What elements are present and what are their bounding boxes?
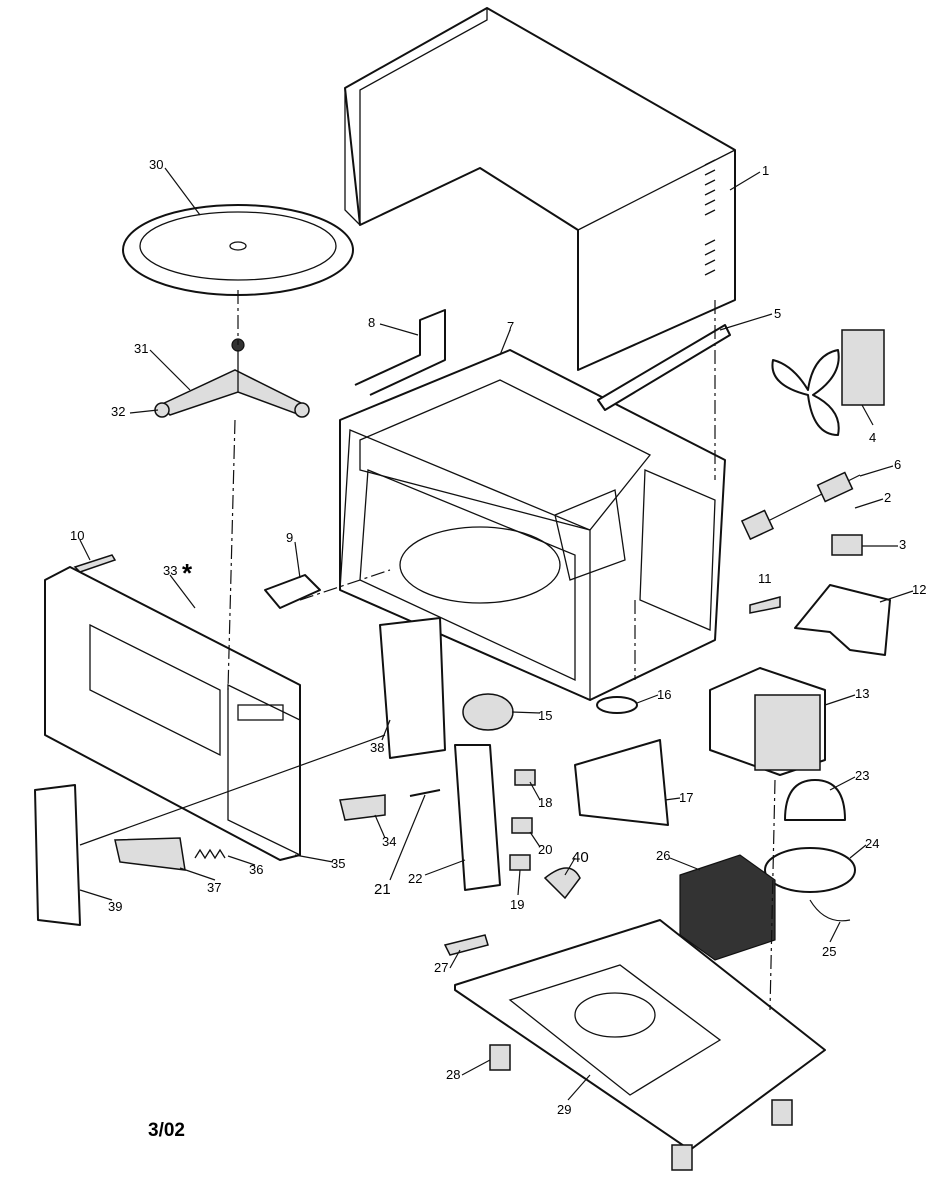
part-lever-40 [543,867,581,900]
label-1: 1 [762,163,769,178]
part-lever-34 [339,794,386,821]
label-19: 19 [510,897,524,912]
part-oven-cavity [339,349,726,701]
label-32: 32 [111,404,125,419]
part-number-labels: 1 2 3 4 5 6 7 8 9 10 11 12 13 15 16 17 1… [70,157,926,1141]
part-bracket-27 [443,934,489,956]
part-capacitor-clamp [784,779,846,821]
label-31: 31 [134,341,148,356]
part-turntable-motor [462,693,514,731]
label-25: 25 [822,944,836,959]
label-5: 5 [774,306,781,321]
label-21: 21 [374,881,391,898]
label-16: 16 [657,687,671,702]
label-8: 8 [368,315,375,330]
leader-lines [79,167,914,1101]
part-door [44,554,301,861]
part-diode [809,899,851,922]
label-6: 6 [894,457,901,472]
label-12: 12 [912,582,926,597]
part-fastener [749,596,781,614]
label-7: 7 [507,319,514,334]
label-15: 15 [538,708,552,723]
part-outer-cabinet [344,7,736,371]
label-9: 9 [286,530,293,545]
part-key-panel [34,784,81,926]
label-2: 2 [884,490,891,505]
label-30: 30 [149,157,163,172]
part-switch-holder [454,744,501,891]
label-20: 20 [538,842,552,857]
label-17: 17 [679,790,693,805]
label-39: 39 [108,899,122,914]
part-base-plate [454,919,826,1151]
part-switch-bracket [831,534,863,556]
part-mounting-plate [794,584,891,656]
label-40: 40 [572,849,589,866]
part-rail [597,324,731,411]
label-3: 3 [899,537,906,552]
label-27: 27 [434,960,448,975]
label-36: 36 [249,862,263,877]
part-switch-18 [514,769,536,786]
part-fan-motor [771,329,885,436]
label-13: 13 [855,686,869,701]
part-thermostat [596,696,638,714]
part-capacitor [764,847,856,893]
label-22: 22 [408,871,422,886]
label-4: 4 [869,430,876,445]
part-door-button [114,837,186,871]
label-28: 28 [446,1067,460,1082]
part-turntable-tray [122,204,354,296]
revision-date: 3/02 [148,1120,185,1141]
label-29: 29 [557,1102,571,1117]
label-33-asterisk: * [182,558,193,588]
label-34: 34 [382,834,396,849]
part-switch-20 [511,817,533,834]
part-transformer [679,854,776,961]
part-feet [489,1044,793,1171]
label-37: 37 [207,880,221,895]
alignment-lines [227,290,776,1011]
part-duct [574,739,669,826]
label-23: 23 [855,768,869,783]
part-cover-plate [264,574,321,609]
label-26: 26 [656,848,670,863]
part-switch-19 [509,854,531,871]
part-power-cord [740,471,861,541]
label-38: 38 [370,740,384,755]
part-spring [194,848,226,860]
part-latch-board [379,617,446,759]
label-24: 24 [865,836,879,851]
part-bracket [354,309,446,396]
part-pin-21 [409,789,441,797]
part-magnetron [709,667,826,776]
label-35: 35 [331,856,345,871]
label-33: 33 [163,563,177,578]
label-10: 10 [70,528,84,543]
label-18: 18 [538,795,552,810]
label-11: 11 [758,571,772,586]
